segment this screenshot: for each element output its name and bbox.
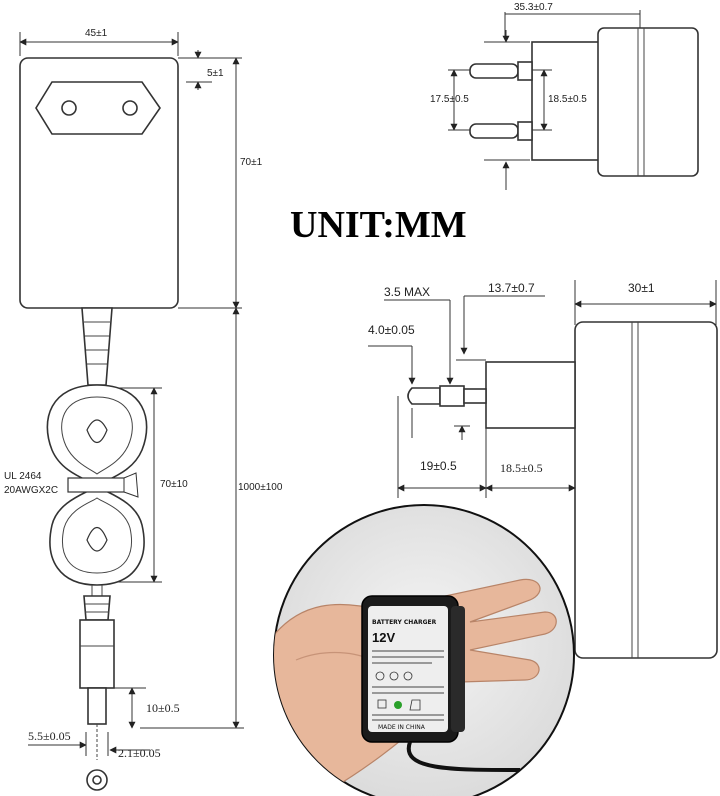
plug-length-label: 10±0.5 xyxy=(146,701,180,715)
side-width-label: 30±1 xyxy=(628,281,655,295)
front-width-label: 45±1 xyxy=(85,28,108,39)
side-view-base xyxy=(485,361,576,429)
strain-relief xyxy=(81,307,113,386)
side-view: 30±1 3.5 MAX 13.7±0.7 4.0±0.05 19±0.5 xyxy=(368,280,718,659)
charger-voltage: 12V xyxy=(372,630,395,645)
cable-spec-line1: UL 2464 xyxy=(4,471,42,482)
coiled-cable xyxy=(46,384,148,586)
depth-label: 35.3±0.7 xyxy=(514,2,553,13)
plug-outer-label: 5.5±0.05 xyxy=(28,729,71,743)
side-view-pin xyxy=(407,387,441,405)
pin-diameter-label: 4.0±0.05 xyxy=(368,323,415,337)
product-photo: BATTERY CHARGER 12V MADE IN CHINA xyxy=(273,504,575,796)
coil-length-label: 70±10 xyxy=(160,479,188,490)
plug-inner-label: 2.1±0.05 xyxy=(118,746,161,760)
socket-hole-left xyxy=(61,100,77,116)
dc-plug-body xyxy=(79,619,115,689)
top-view-body xyxy=(597,27,699,177)
pin-spacing-left-label: 17.5±0.5 xyxy=(430,94,469,105)
side-view-body xyxy=(574,321,718,659)
cable-spec-line2: 20AWGX2C xyxy=(4,485,58,496)
plug-strain-relief xyxy=(83,595,111,621)
top-view: 35.3±0.7 17.5±0.5 18.5±0.5 xyxy=(430,2,699,190)
socket-hole-right xyxy=(122,100,138,116)
charger-title: BATTERY CHARGER xyxy=(372,619,437,626)
top-gap-label: 5±1 xyxy=(207,68,224,79)
pin-spacing-right-label: 18.5±0.5 xyxy=(548,94,587,105)
charger-made-in: MADE IN CHINA xyxy=(378,724,426,731)
eu-socket-face xyxy=(35,81,161,135)
unit-title: UNIT:MM xyxy=(290,204,467,246)
charger-cord xyxy=(406,741,521,772)
max-label: 3.5 MAX xyxy=(384,285,430,299)
dc-plug-barrel xyxy=(87,687,107,725)
front-view: 45±1 5±1 70±1 1000±100 xyxy=(4,28,283,791)
total-length-label: 1000±100 xyxy=(238,482,283,493)
offset-label: 13.7±0.7 xyxy=(488,281,535,295)
body-height-label: 70±1 xyxy=(240,157,263,168)
pin-length-label: 19±0.5 xyxy=(420,459,457,473)
base-length-label: 18.5±0.5 xyxy=(500,461,543,475)
